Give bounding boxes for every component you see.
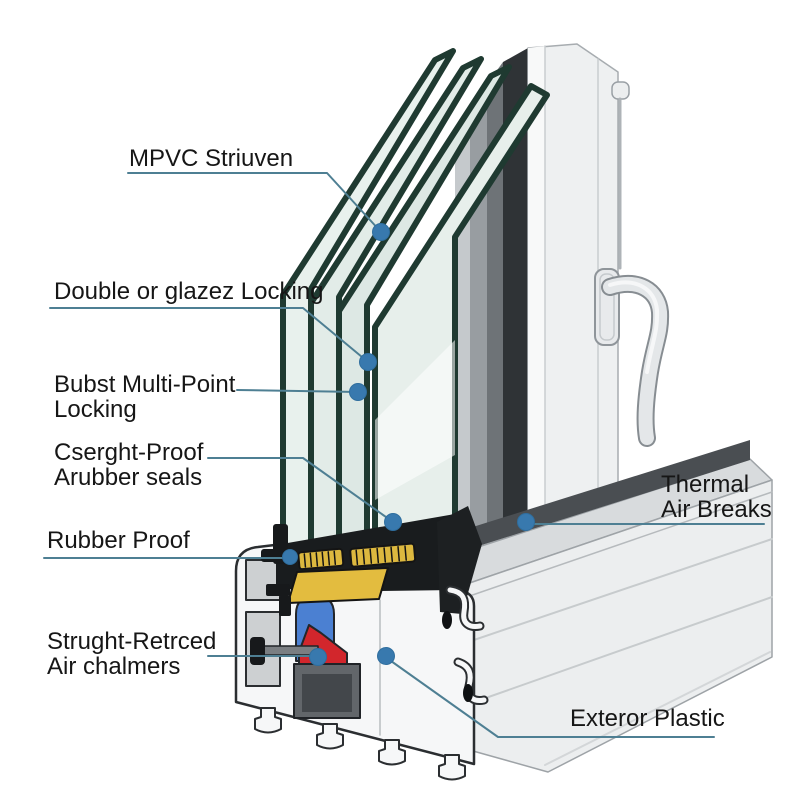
sash-shadow-strip	[503, 48, 528, 528]
callout-dot-multipoint-locking	[349, 383, 367, 401]
label-glazing-locking: Double or glazez Locking	[54, 278, 324, 305]
callout-dot-rubber-proof	[282, 549, 298, 565]
dovetail-notch	[254, 707, 282, 734]
hinge-tab	[611, 81, 630, 100]
sill-edge-line	[544, 651, 771, 766]
label-multipoint-locking: Bubst Multi-Point Locking	[54, 371, 236, 423]
leader-line-multipoint-locking	[236, 389, 359, 393]
label-air-chambers: Strught-Retrced Air chalmers	[47, 628, 217, 680]
seal-clamp-small	[250, 637, 265, 665]
dovetail-notch	[438, 754, 466, 781]
callout-dot-glazing-locking	[359, 353, 377, 371]
label-rubber-seals: Cserght-Proof Arubber seals	[54, 439, 204, 491]
frame-jamb-highlight	[528, 46, 545, 518]
dovetail-notch	[378, 739, 406, 766]
label-mpvc: MPVC Striuven	[129, 145, 294, 172]
callout-dot-exterior-plastic	[377, 647, 395, 665]
steel-bar	[255, 645, 319, 656]
handle-base-inner	[599, 273, 615, 341]
leader-line-mpvc	[127, 172, 382, 233]
dovetail-notch	[316, 723, 344, 750]
steel-reinforcement-box-inner	[302, 674, 352, 712]
callout-dot-air-chambers	[309, 648, 327, 666]
leader-line-exterior-plastic	[390, 660, 715, 738]
label-rubber-proof: Rubber Proof	[47, 527, 190, 554]
callout-dot-thermal-breaks	[517, 513, 535, 531]
sill-edge-line	[479, 596, 773, 701]
glazing-spacer-bars	[297, 542, 417, 571]
yellow-packer-block	[287, 567, 389, 604]
glass-reflection	[375, 340, 455, 500]
profile-hook	[447, 587, 483, 629]
rubber-gasket-oval	[442, 611, 452, 629]
label-thermal-breaks: Thermal Air Breaks	[661, 471, 772, 523]
leader-line-glazing-locking	[49, 307, 369, 363]
sill-edge-line	[457, 491, 773, 601]
sill-edge-line	[467, 538, 773, 643]
window-handle-highlight	[608, 280, 660, 374]
callout-dot-mpvc	[372, 223, 390, 241]
label-exterior-plastic: Exteror Plastic	[570, 705, 725, 732]
callout-dot-rubber-seals	[384, 513, 402, 531]
rubber-gasket-oval	[463, 684, 473, 702]
thermal-gap-band	[425, 440, 750, 563]
leader-line-rubber-seals	[207, 457, 394, 523]
